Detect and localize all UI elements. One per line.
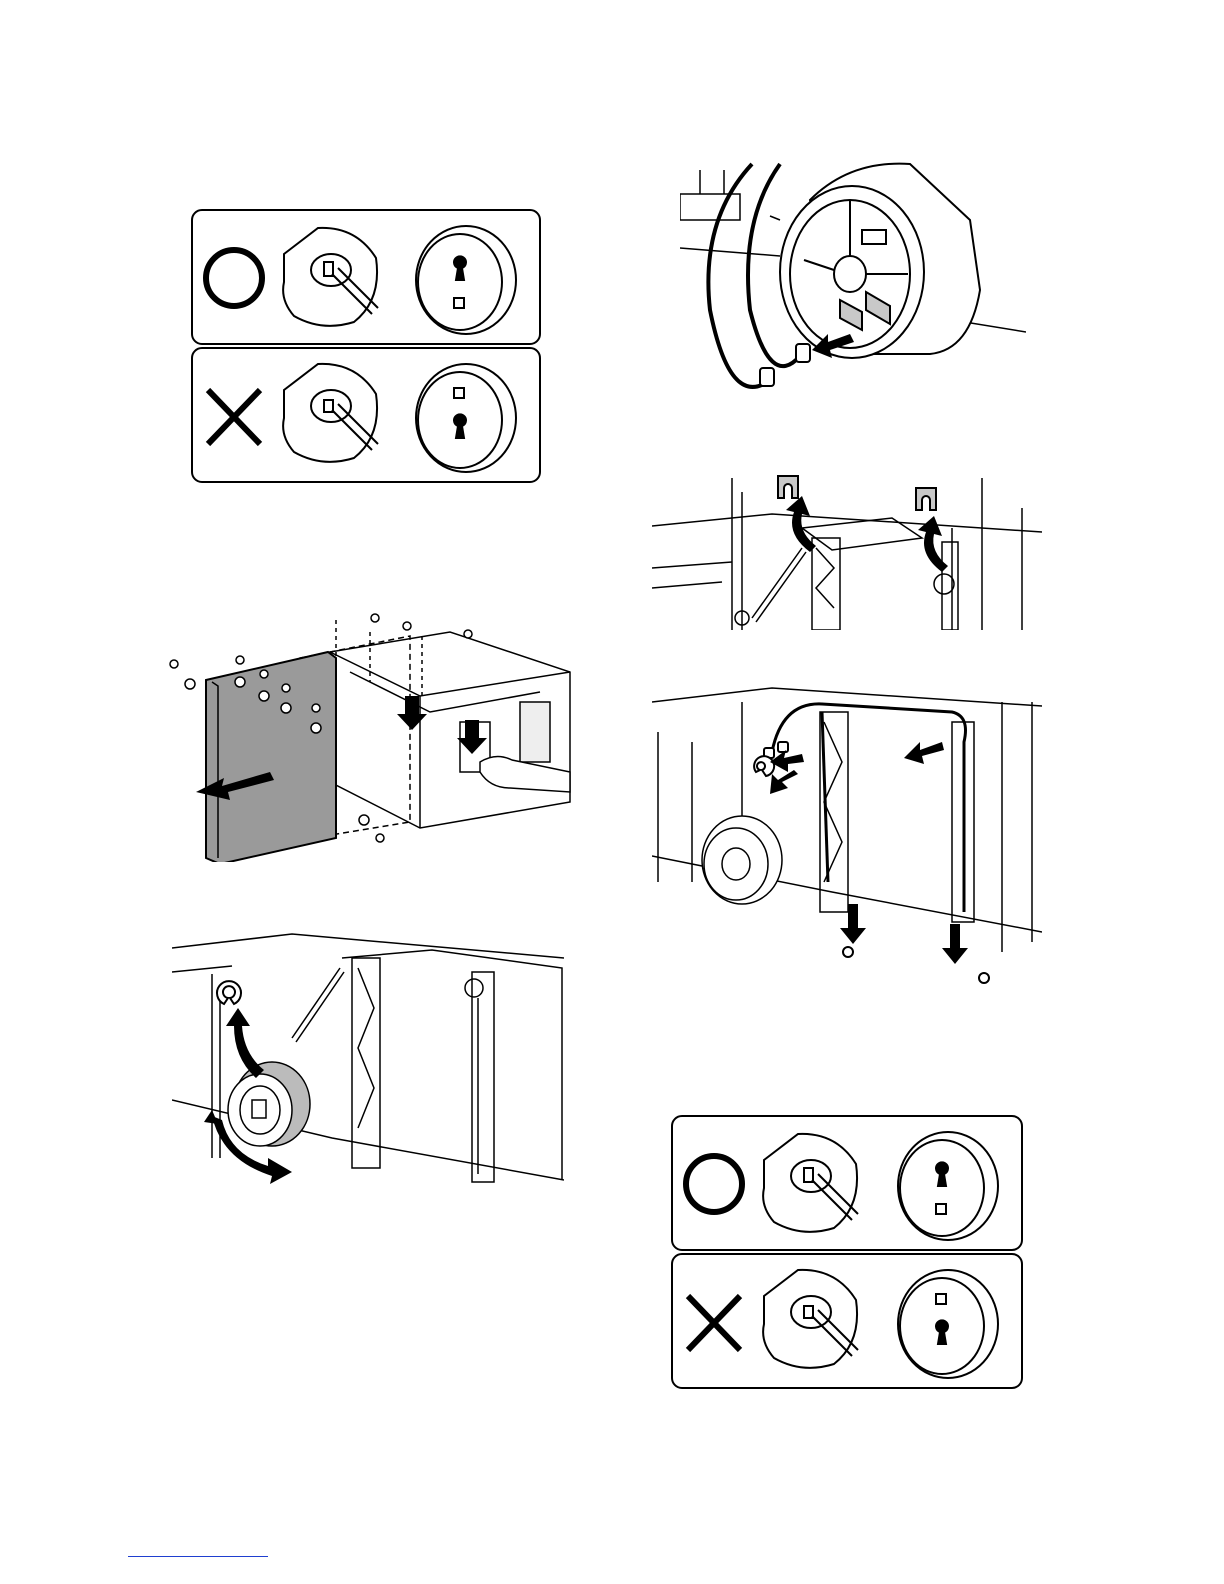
pulley-closeup-illustration [780,164,980,358]
pulley-left-wrong-icon [283,364,378,462]
pulley-illustration [228,1062,310,1146]
orientation-check-figure-top [186,204,546,486]
correct-circle-icon [686,1156,742,1212]
orientation-check-figure-bottom [666,1110,1028,1394]
pulley-removal-figure [172,928,564,1186]
correct-circle-icon [206,250,262,306]
e-ring-icon [217,981,241,1004]
arrow-icon [770,742,968,964]
e-ring-icon [754,756,774,776]
side-cover-panel [206,652,336,862]
pulley-right-icon [416,226,516,334]
pulley-left-icon [283,228,378,326]
pulley-left-wrong-icon [763,1270,858,1368]
cover-removal-figure [160,612,580,862]
pulley-right-wrong-icon [898,1270,998,1378]
wire-clips-figure [652,468,1042,630]
pulley-illustration [702,816,782,904]
lift-arrow-icon [226,1008,264,1078]
pulley-wire-closeup-figure [680,160,1026,412]
pulley-right-icon [898,1132,998,1240]
footer-rule [128,1556,268,1557]
pulley-left-icon [763,1134,858,1232]
wire-routing-figure [652,682,1042,988]
pulley-right-wrong-icon [416,364,516,472]
wrong-cross-icon [208,390,260,444]
wrong-cross-icon [688,1296,740,1350]
